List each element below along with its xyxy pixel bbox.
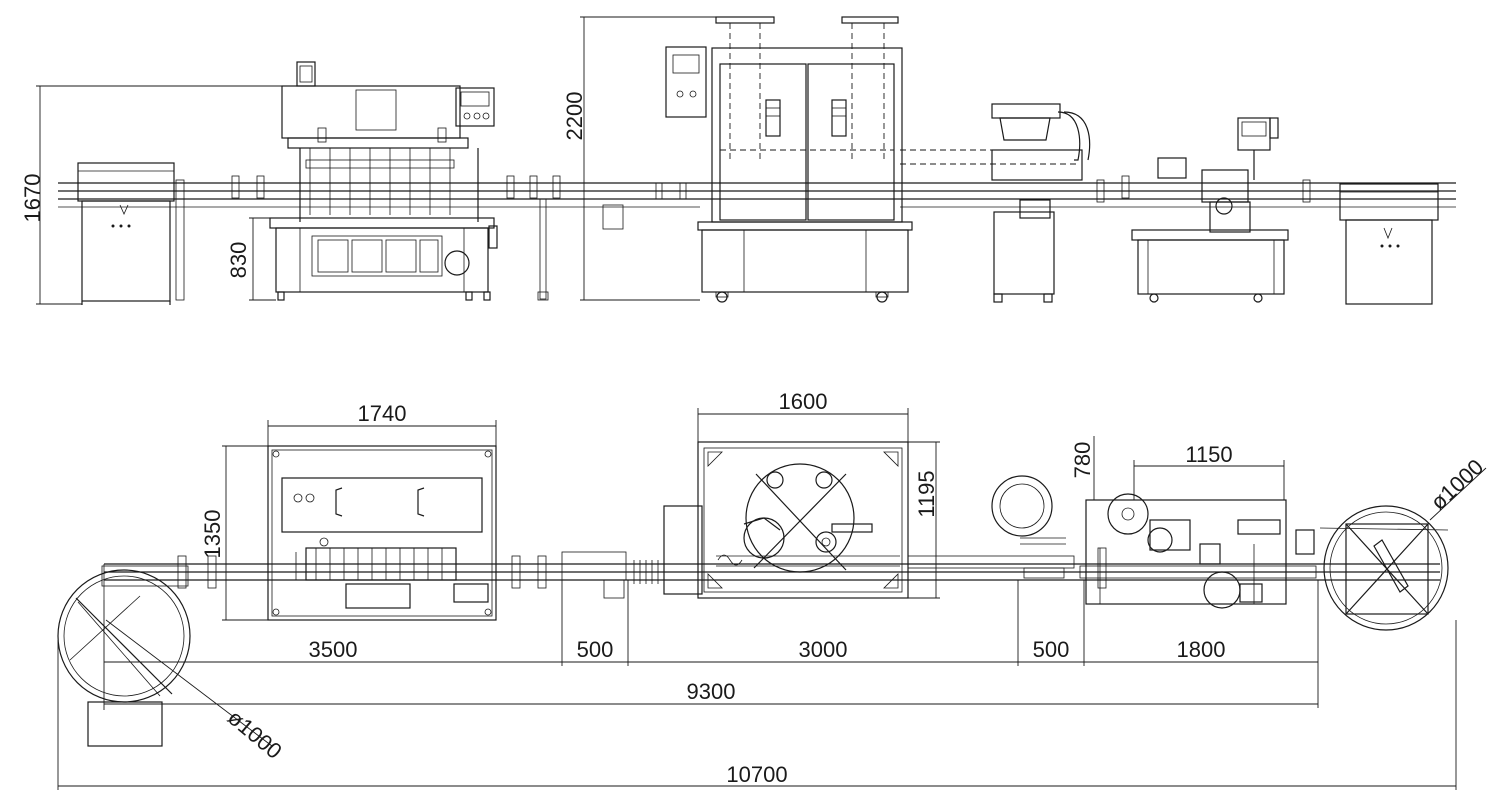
top-filling-machine xyxy=(267,445,497,621)
dim-seg-gap1: 500 xyxy=(577,637,614,662)
top-dimension-lines xyxy=(57,408,1487,790)
dim-seg-labeler: 1800 xyxy=(1177,637,1226,662)
top-outfeed-turntable xyxy=(1319,505,1449,631)
top-labeling-machine xyxy=(1085,493,1315,609)
dim-top-filler-width: 1740 xyxy=(358,401,407,426)
side-labeling-machine xyxy=(1131,117,1289,303)
top-infeed-turntable xyxy=(57,564,191,747)
dim-seg-capper: 3000 xyxy=(799,637,848,662)
dim-top-filler-depth: 1350 xyxy=(200,510,225,559)
top-cap-feeder xyxy=(991,475,1066,545)
side-elevation-view: 1670 830 2200 xyxy=(20,16,1456,305)
top-capping-machine xyxy=(663,441,909,599)
side-filling-machine xyxy=(269,61,498,301)
dim-turntable-left-diameter: ø1000 xyxy=(223,705,287,764)
side-conveyor xyxy=(58,175,1456,208)
dim-side-table-height: 830 xyxy=(226,242,251,279)
dim-side-capper-height: 2200 xyxy=(562,92,587,141)
side-dimension-lines xyxy=(36,16,716,305)
side-cap-feeder xyxy=(991,103,1091,303)
top-plan-view: 1740 1350 1600 1195 780 1150 3500 500 30… xyxy=(57,389,1489,790)
dim-length-main: 9300 xyxy=(687,679,736,704)
dim-seg-filler: 3500 xyxy=(309,637,358,662)
side-infeed-turntable xyxy=(77,162,185,305)
dim-side-height-overall: 1670 xyxy=(20,174,45,223)
dim-turntable-right-diameter: ø1000 xyxy=(1426,454,1489,515)
side-outfeed-turntable xyxy=(1339,183,1439,305)
dim-top-labeler-width: 1150 xyxy=(1185,442,1232,467)
dim-top-labeler-offset: 780 xyxy=(1070,442,1095,479)
dim-seg-gap2: 500 xyxy=(1033,637,1070,662)
dim-top-capper-width: 1600 xyxy=(779,389,828,414)
side-capping-machine xyxy=(665,16,1080,303)
side-conveyor-legs xyxy=(537,198,624,301)
dim-length-total: 10700 xyxy=(726,762,787,787)
dim-top-capper-depth: 1195 xyxy=(914,470,939,517)
